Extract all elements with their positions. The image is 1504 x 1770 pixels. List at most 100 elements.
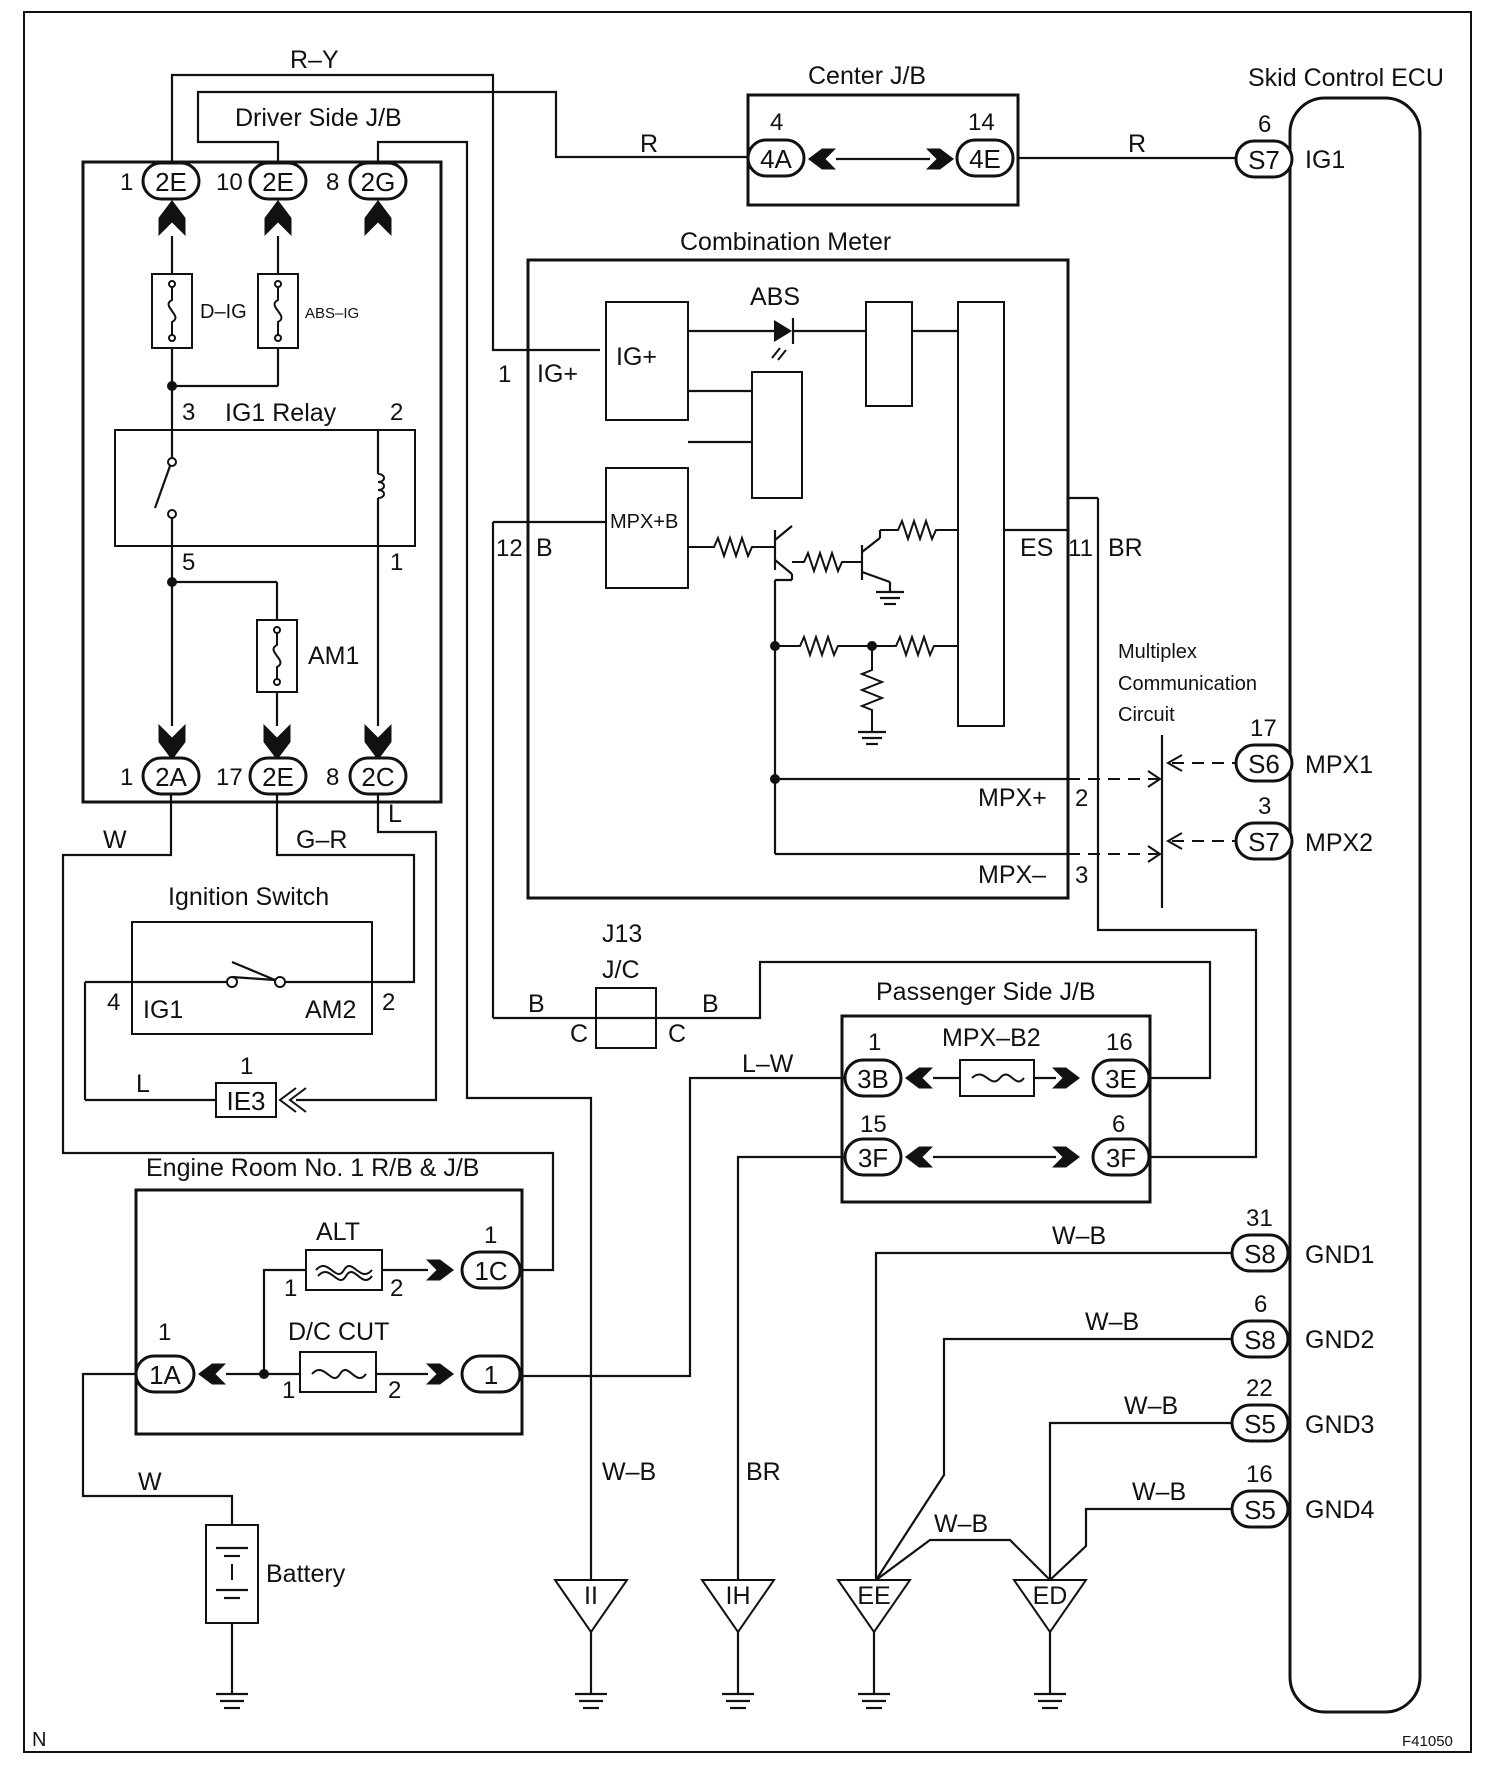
wire-w-b-ii-label: W–B [602,1458,656,1486]
dc-pin-1: 1 [282,1377,295,1404]
ecu-gnd1-name: GND1 [1305,1241,1374,1269]
meter-cpu-block [957,301,1005,727]
cj-left-pin: 4 [770,109,783,136]
mpx-circuit-line1: Multiplex [1118,641,1197,663]
arrow-icon [364,724,392,760]
meter-mpxm-pin: 3 [1075,862,1088,889]
arrow-icon [426,1259,454,1281]
ecu-ig1-name: IG1 [1305,146,1345,174]
relay-pin-1: 1 [390,549,403,576]
ecu-mpx2-code: S7 [1248,827,1280,857]
dj-bot1-pin: 1 [120,764,133,791]
lamp-driver-block [865,301,913,407]
ignition-switch-title: Ignition Switch [168,883,329,911]
dj-top1-pin: 1 [120,169,133,196]
meter-inner-block [751,371,803,499]
relay-pin-3: 3 [182,399,195,426]
sw-ig1-pin: 4 [107,989,120,1016]
center-jb: Center J/B 4 4A 14 4E R [746,62,1236,207]
pj-3f-l-pin: 15 [860,1111,887,1138]
er-1a-pin: 1 [158,1319,171,1346]
jc-c-left-label: C [570,1020,588,1048]
sw-ig1-label: IG1 [143,996,183,1024]
ground-ed-label: ED [1033,1582,1068,1610]
passenger-side-jb: Passenger Side J/B 1 3B MPX–B2 16 3E 15 … [522,978,1152,1580]
meter-b-name: B [536,534,553,562]
arrow-icon [926,148,954,170]
jc-id-label: J13 [602,920,642,948]
ground-ii-label: II [584,1582,598,1610]
multiplex-circuit: Multiplex Communication Circuit [1068,641,1257,908]
arrow-icon [198,1363,226,1385]
engine-room-rb-jb: Engine Room No. 1 R/B & J/B ALT 1 2 1 1C… [81,1154,524,1710]
ecu-gnd3-pin: 22 [1246,1375,1273,1402]
mpx-b-block-label: MPX+B [610,511,678,533]
pj-3f-r-pin: 6 [1112,1111,1125,1138]
center-jb-title: Center J/B [808,62,926,90]
wire-w-batt-label: W [138,1468,162,1496]
wire-br-ih-label: BR [746,1458,781,1486]
ecu-mpx1-code: S6 [1248,749,1280,779]
arrow-icon [1052,1146,1080,1168]
engine-room-title: Engine Room No. 1 R/B & J/B [146,1154,479,1182]
wire-b-left-label: B [528,990,545,1018]
wire-r-y-label: R–Y [290,46,339,74]
ecu-gnd3-code: S5 [1244,1409,1276,1439]
er-1a-code: 1A [149,1360,181,1390]
jc-label: J/C [602,956,640,984]
combination-meter: Combination Meter 1 IG+ IG+ ABS 12 B MPX… [491,228,1258,1159]
alt-pin-1: 1 [284,1275,297,1302]
wire-w-b-gnd4-label: W–B [1132,1478,1186,1506]
pj-3e-code: 3E [1105,1064,1137,1094]
abs-lamp-label: ABS [750,283,800,311]
meter-b-pin: 12 [496,535,523,562]
arrow-icon [158,200,186,236]
ecu-mpx2-name: MPX2 [1305,829,1373,857]
ecu-gnd2-name: GND2 [1305,1326,1374,1354]
pj-3e-connector [1091,1058,1151,1098]
arrow-icon [158,724,186,760]
wire-l-ie3-label: L [136,1070,150,1098]
ie3-code: IE3 [226,1086,265,1116]
wire-b-right-label: B [702,990,719,1018]
meter-es-label: ES [1020,534,1053,562]
jc-c-right-label: C [668,1020,686,1048]
pj-3f-r-code: 3F [1106,1143,1136,1173]
dj-bot1-code: 2A [155,762,187,792]
alt-pin-2: 2 [390,1275,403,1302]
pj-3e-pin: 16 [1106,1029,1133,1056]
abs-ig-label: ABS–IG [305,305,359,322]
mpx-circuit-line2: Communication [1118,673,1257,695]
er-1c-code: 1C [474,1256,507,1286]
footer-left: N [32,1729,46,1751]
ground-ii-icon [553,1579,629,1634]
junction-connector: J13 J/C B C C B [493,920,1212,1080]
cj-right-connector [955,138,1015,178]
wire-r-right-label: R [1128,130,1146,158]
pj-3f-l-code: 3F [858,1143,888,1173]
dj-top2-code: 2E [262,167,294,197]
meter-br-pin: 11 [1068,535,1093,562]
mpx-b-block [605,467,689,589]
wire-r-left-label: R [640,130,658,158]
grounds: W–B II BR IH EE ED W–B W–B W– [553,1222,1232,1710]
er-1-connector [460,1354,522,1394]
ecu-gnd4-name: GND4 [1305,1496,1375,1524]
driver-jb-title: Driver Side J/B [235,104,402,132]
meter-mpxp-label: MPX+ [978,784,1047,812]
arrow-icon [263,724,291,760]
ecu-gnd1-code: S8 [1244,1239,1276,1269]
wire-g-r-label: G–R [296,826,347,854]
ig-plus-block [605,301,689,421]
meter-br-label: BR [1108,534,1143,562]
ecu-gnd4-pin: 16 [1246,1461,1273,1488]
arrow-icon [905,1146,933,1168]
ig1-relay-label: IG1 Relay [225,399,337,427]
pj-3b-code: 3B [857,1064,889,1094]
ie3-pin: 1 [240,1053,253,1080]
ground-ee-icon [836,1579,912,1634]
ecu-ig1-code: S7 [1248,145,1280,175]
dj-bot2-code: 2E [262,762,294,792]
dj-bot3-code: 2C [361,762,394,792]
